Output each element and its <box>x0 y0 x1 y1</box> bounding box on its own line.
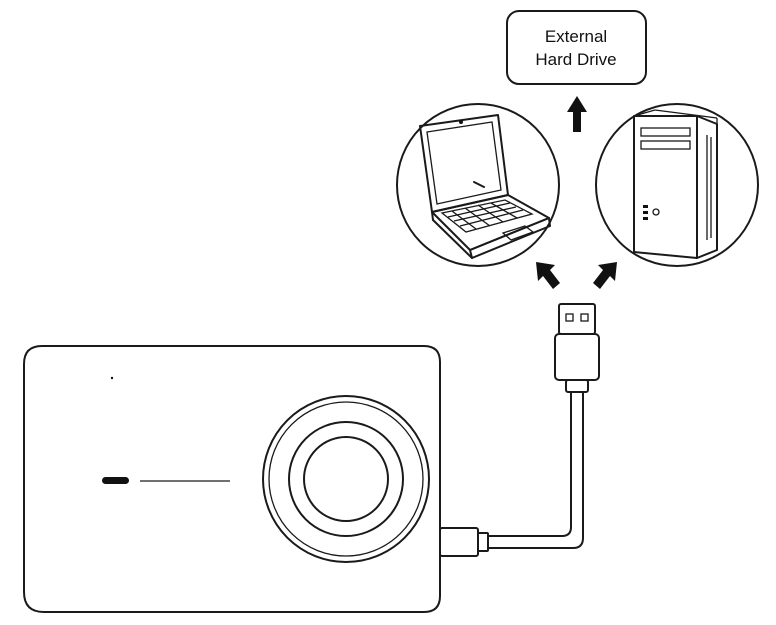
external-hard-drive: External Hard Drive <box>506 10 647 85</box>
arrow-up-icon <box>567 96 587 132</box>
desktop-computer-icon <box>595 103 759 267</box>
laptop-icon <box>396 103 560 267</box>
usb-connector <box>487 303 600 549</box>
arrow-up-right-icon <box>593 262 617 289</box>
arrow-up-left-icon <box>536 262 560 289</box>
action-camera <box>23 345 489 613</box>
external-drive-label-line2: Hard Drive <box>535 50 616 69</box>
external-drive-label-line1: External <box>545 27 607 46</box>
